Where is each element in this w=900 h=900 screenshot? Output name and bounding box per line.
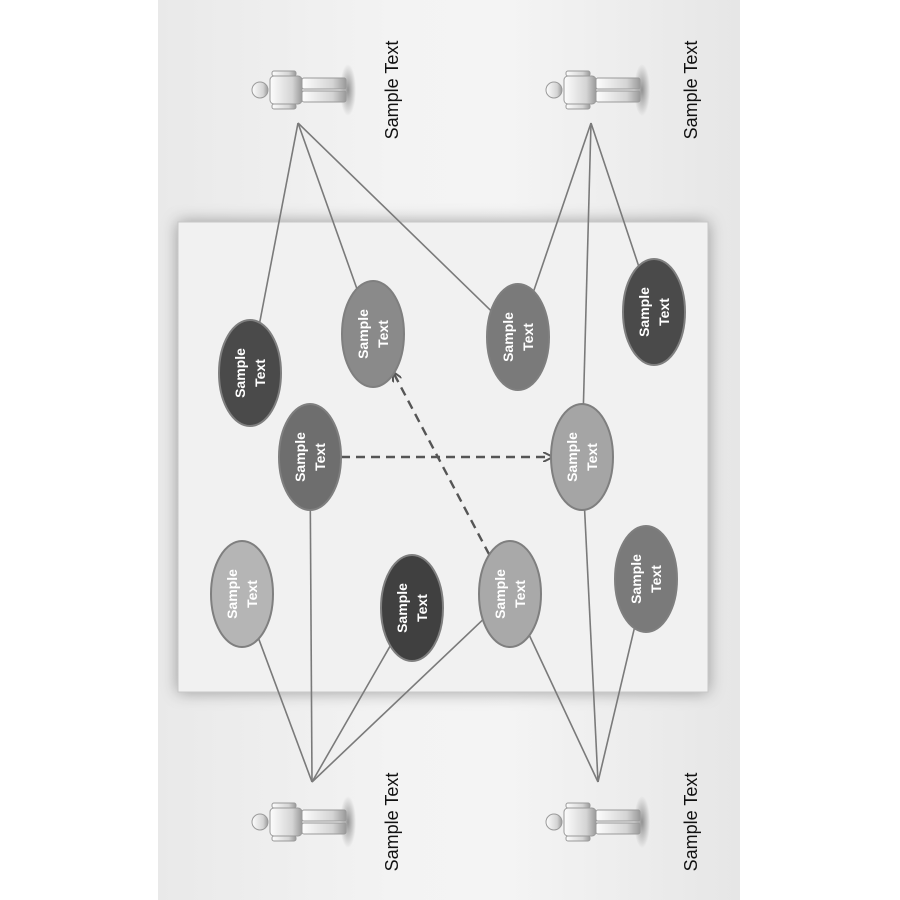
ellipse-shape: [380, 554, 444, 662]
node-label-line1: Sample: [636, 287, 652, 337]
node-label-line1: Sample: [355, 309, 371, 359]
node-label-line1: Sample: [232, 348, 248, 398]
ellipse-shape: [278, 403, 342, 511]
ellipse-shape: [486, 283, 550, 391]
node-label-line2: Text: [375, 320, 391, 348]
node-label-line1: Sample: [492, 569, 508, 619]
node-label-line1: Sample: [224, 569, 240, 619]
actor-top-right-label: Sample Text: [681, 41, 701, 140]
connection-line-actor-bottom-right-n10: [597, 627, 636, 783]
person-icon: [251, 64, 356, 116]
ellipse-shape: [614, 525, 678, 633]
node-label-line1: Sample: [564, 432, 580, 482]
node-label-line2: Text: [512, 580, 528, 608]
node-label-line2: Text: [648, 565, 664, 593]
node-label-line2: Text: [312, 443, 328, 471]
connection-line-actor-bottom-left-n8: [311, 645, 391, 783]
connection-line-actor-bottom-left-n7: [257, 638, 313, 783]
node-label-line1: Sample: [500, 312, 516, 362]
actor-bottom-right-label: Sample Text: [681, 773, 701, 872]
node-label-line2: Text: [520, 323, 536, 351]
node-label-line2: Text: [414, 594, 430, 622]
connection-line-actor-bottom-left-n5: [309, 509, 313, 783]
node-label-line2: Text: [244, 580, 260, 608]
connection-line-actor-bottom-right-n9: [528, 635, 599, 783]
ellipse-shape: [210, 540, 274, 648]
node-label-line1: Sample: [628, 554, 644, 604]
connection-line-actor-top-right-n3: [532, 122, 592, 292]
connection-line-actor-top-right-n4: [590, 122, 640, 267]
connection-line-actor-top-left-n3: [297, 122, 492, 312]
person-icon: [545, 64, 650, 116]
person-icon: [545, 796, 650, 848]
ellipse-shape: [550, 403, 614, 511]
ellipse-shape: [341, 280, 405, 388]
connection-line-actor-top-right-n6: [582, 122, 592, 405]
actor-top-left-label: Sample Text: [382, 41, 402, 140]
node-label-line1: Sample: [394, 583, 410, 633]
connection-line-actor-bottom-right-n6: [583, 509, 599, 783]
connection-line-actor-top-left-n2: [297, 122, 358, 289]
connection-line-actor-bottom-left-n9: [311, 619, 484, 783]
node-label-line1: Sample: [292, 432, 308, 482]
node-label-line2: Text: [584, 443, 600, 471]
node-label-line2: Text: [656, 298, 672, 326]
connection-line-actor-top-left-n1: [258, 122, 299, 323]
person-icon: [251, 796, 356, 848]
dashed-arrows: [341, 373, 551, 556]
ellipse-shape: [218, 319, 282, 427]
node-label-line2: Text: [252, 359, 268, 387]
ellipse-shape: [622, 258, 686, 366]
dashed-arrow-n9-n2: [394, 373, 491, 556]
connection-lines: [257, 122, 640, 783]
actor-bottom-left-label: Sample Text: [382, 773, 402, 872]
ellipse-shape: [478, 540, 542, 648]
